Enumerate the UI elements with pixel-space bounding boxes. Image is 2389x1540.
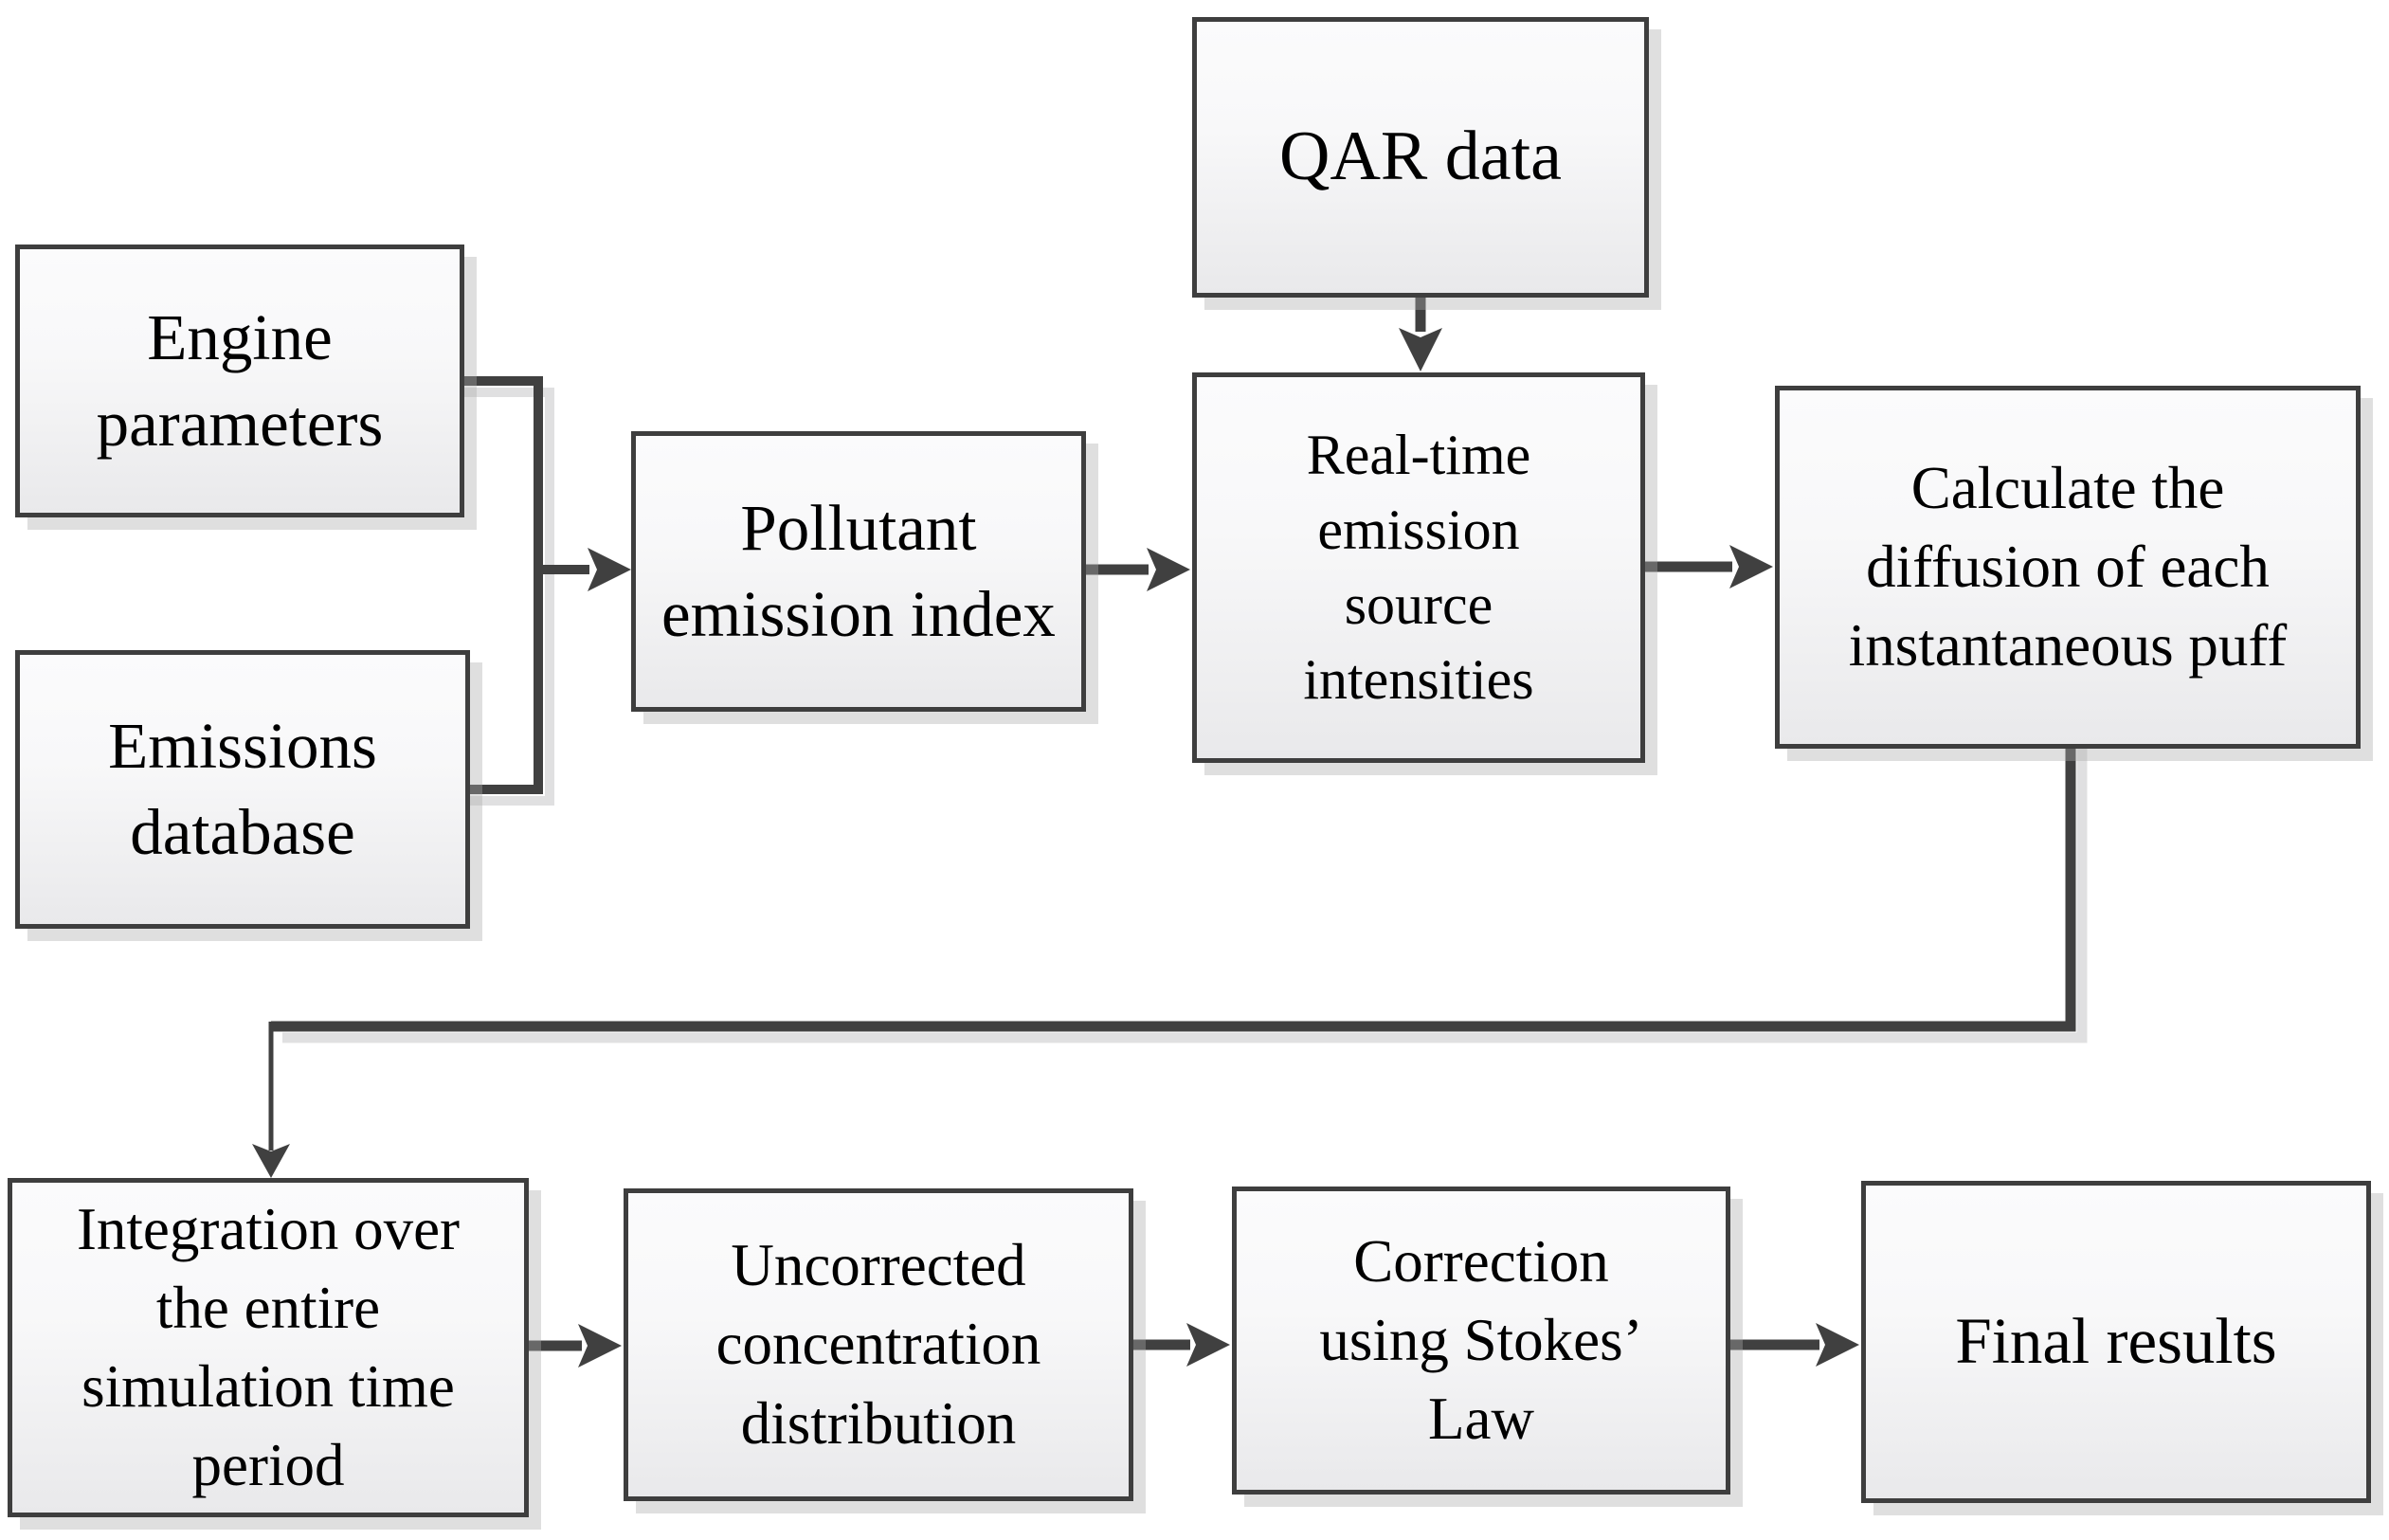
node-emissions-database-label: Emissions database	[108, 709, 377, 868]
node-uncorrected-concentration: Uncorrected concentration distribution	[624, 1188, 1133, 1501]
node-correction-stokes: Correction using Stokes’ Law	[1232, 1187, 1730, 1495]
node-correction-stokes-label: Correction using Stokes’ Law	[1319, 1227, 1643, 1453]
node-qar-data: QAR data	[1192, 17, 1649, 298]
edge-integration-to-uncorrected	[527, 1324, 622, 1368]
edge-correction-to-final	[1730, 1323, 1859, 1367]
node-pollutant-emission-index-label: Pollutant emission index	[661, 491, 1056, 650]
edge-uncorrected-to-correction	[1133, 1323, 1230, 1367]
node-final-results: Final results	[1861, 1181, 2371, 1503]
node-uncorrected-concentration-label: Uncorrected concentration distribution	[715, 1232, 1041, 1457]
node-engine-parameters-label: Engine parameters	[96, 300, 384, 460]
node-real-time-emission-label: Real-time emission source intensities	[1303, 423, 1534, 712]
edge-qar-to-realtime	[1399, 298, 1442, 371]
node-pollutant-emission-index: Pollutant emission index	[631, 431, 1086, 712]
edge-calculate-to-integration	[252, 749, 2088, 1178]
node-calculate-diffusion: Calculate the diffusion of each instanta…	[1775, 386, 2361, 749]
node-real-time-emission: Real-time emission source intensities	[1192, 372, 1645, 763]
edge-realtime-to-calculate	[1645, 545, 1773, 589]
node-engine-parameters: Engine parameters	[15, 245, 464, 517]
node-integration-label: Integration over the entire simulation t…	[76, 1195, 461, 1499]
edge-engine-and-emissions-to-pollutant	[464, 376, 631, 806]
node-qar-data-label: QAR data	[1279, 118, 1562, 196]
node-integration: Integration over the entire simulation t…	[8, 1178, 529, 1517]
node-emissions-database: Emissions database	[15, 650, 470, 929]
node-final-results-label: Final results	[1955, 1305, 2277, 1378]
edge-pollutant-to-realtime	[1086, 548, 1190, 591]
node-calculate-diffusion-label: Calculate the diffusion of each instanta…	[1848, 454, 2288, 679]
